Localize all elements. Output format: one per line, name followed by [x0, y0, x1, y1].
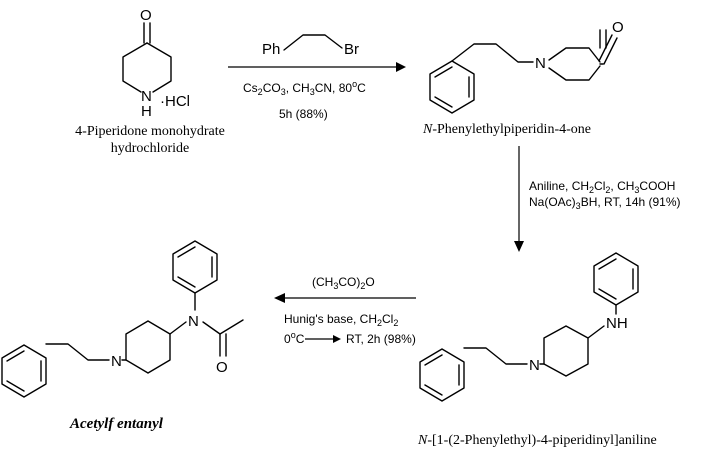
product-name: Acetylf entanyl — [69, 416, 164, 432]
atom-h: H — [141, 103, 152, 120]
step2-conditions-line1: Aniline, CH2Cl2, CH3COOH — [529, 179, 675, 195]
acetyl-atom-n: N — [188, 313, 199, 330]
atom-o: O — [140, 7, 152, 24]
step2-conditions-line2: Na(OAc)3BH, RT, 14h (91%) — [529, 195, 681, 211]
arrowhead-step1 — [396, 62, 406, 72]
int2-atom-nh: NH — [606, 315, 628, 332]
intermediate1-name: N-Phenylethylpiperidin-4-one — [422, 122, 591, 137]
int1-atom-n: N — [535, 55, 546, 72]
reagent-br: Br — [344, 41, 359, 58]
hcl-label: ·HCl — [160, 93, 190, 110]
arrowhead-step3 — [274, 293, 285, 303]
step3-base: Hunig's base, CH2Cl2 — [284, 312, 398, 328]
intermediate1-structure: N — [429, 29, 607, 114]
atom-n: N — [141, 88, 152, 105]
start-name-line2: hydrochloride — [111, 141, 190, 156]
intermediate2-structure: NH N — [419, 252, 639, 402]
int1-carbonyl-o: O — [612, 19, 624, 36]
acetylfentanyl-structure: N O N — [1, 240, 244, 398]
int2-atom-n: N — [529, 357, 540, 374]
step3-temp-start: 0oC — [284, 330, 305, 346]
start-name-line1: 4-Piperidone monohydrate — [75, 124, 225, 139]
piperidone-structure: O N H ·HCl — [122, 7, 190, 120]
acetyl-atom-o: O — [216, 359, 228, 376]
acetyl-pip-n: N — [111, 353, 122, 370]
step3-temp-end: RT, 2h (98%) — [346, 332, 416, 346]
phenethyl-bromide-reagent: Ph Br — [262, 34, 359, 58]
step1-time-yield: 5h (88%) — [279, 107, 328, 121]
intermediate2-name: N-[1-(2-Phenylethyl)-4-piperidinyl]anili… — [417, 433, 657, 448]
step1-conditions: Cs2CO3, CH3CN, 80oC — [243, 79, 366, 97]
temp-ramp-arrowhead — [333, 335, 341, 343]
intermediate1-carbonyl: O — [598, 19, 624, 65]
reagent-ph: Ph — [262, 41, 280, 58]
step3-reagent: (CH3CO)2O — [312, 275, 375, 291]
arrowhead-step2 — [514, 241, 524, 252]
